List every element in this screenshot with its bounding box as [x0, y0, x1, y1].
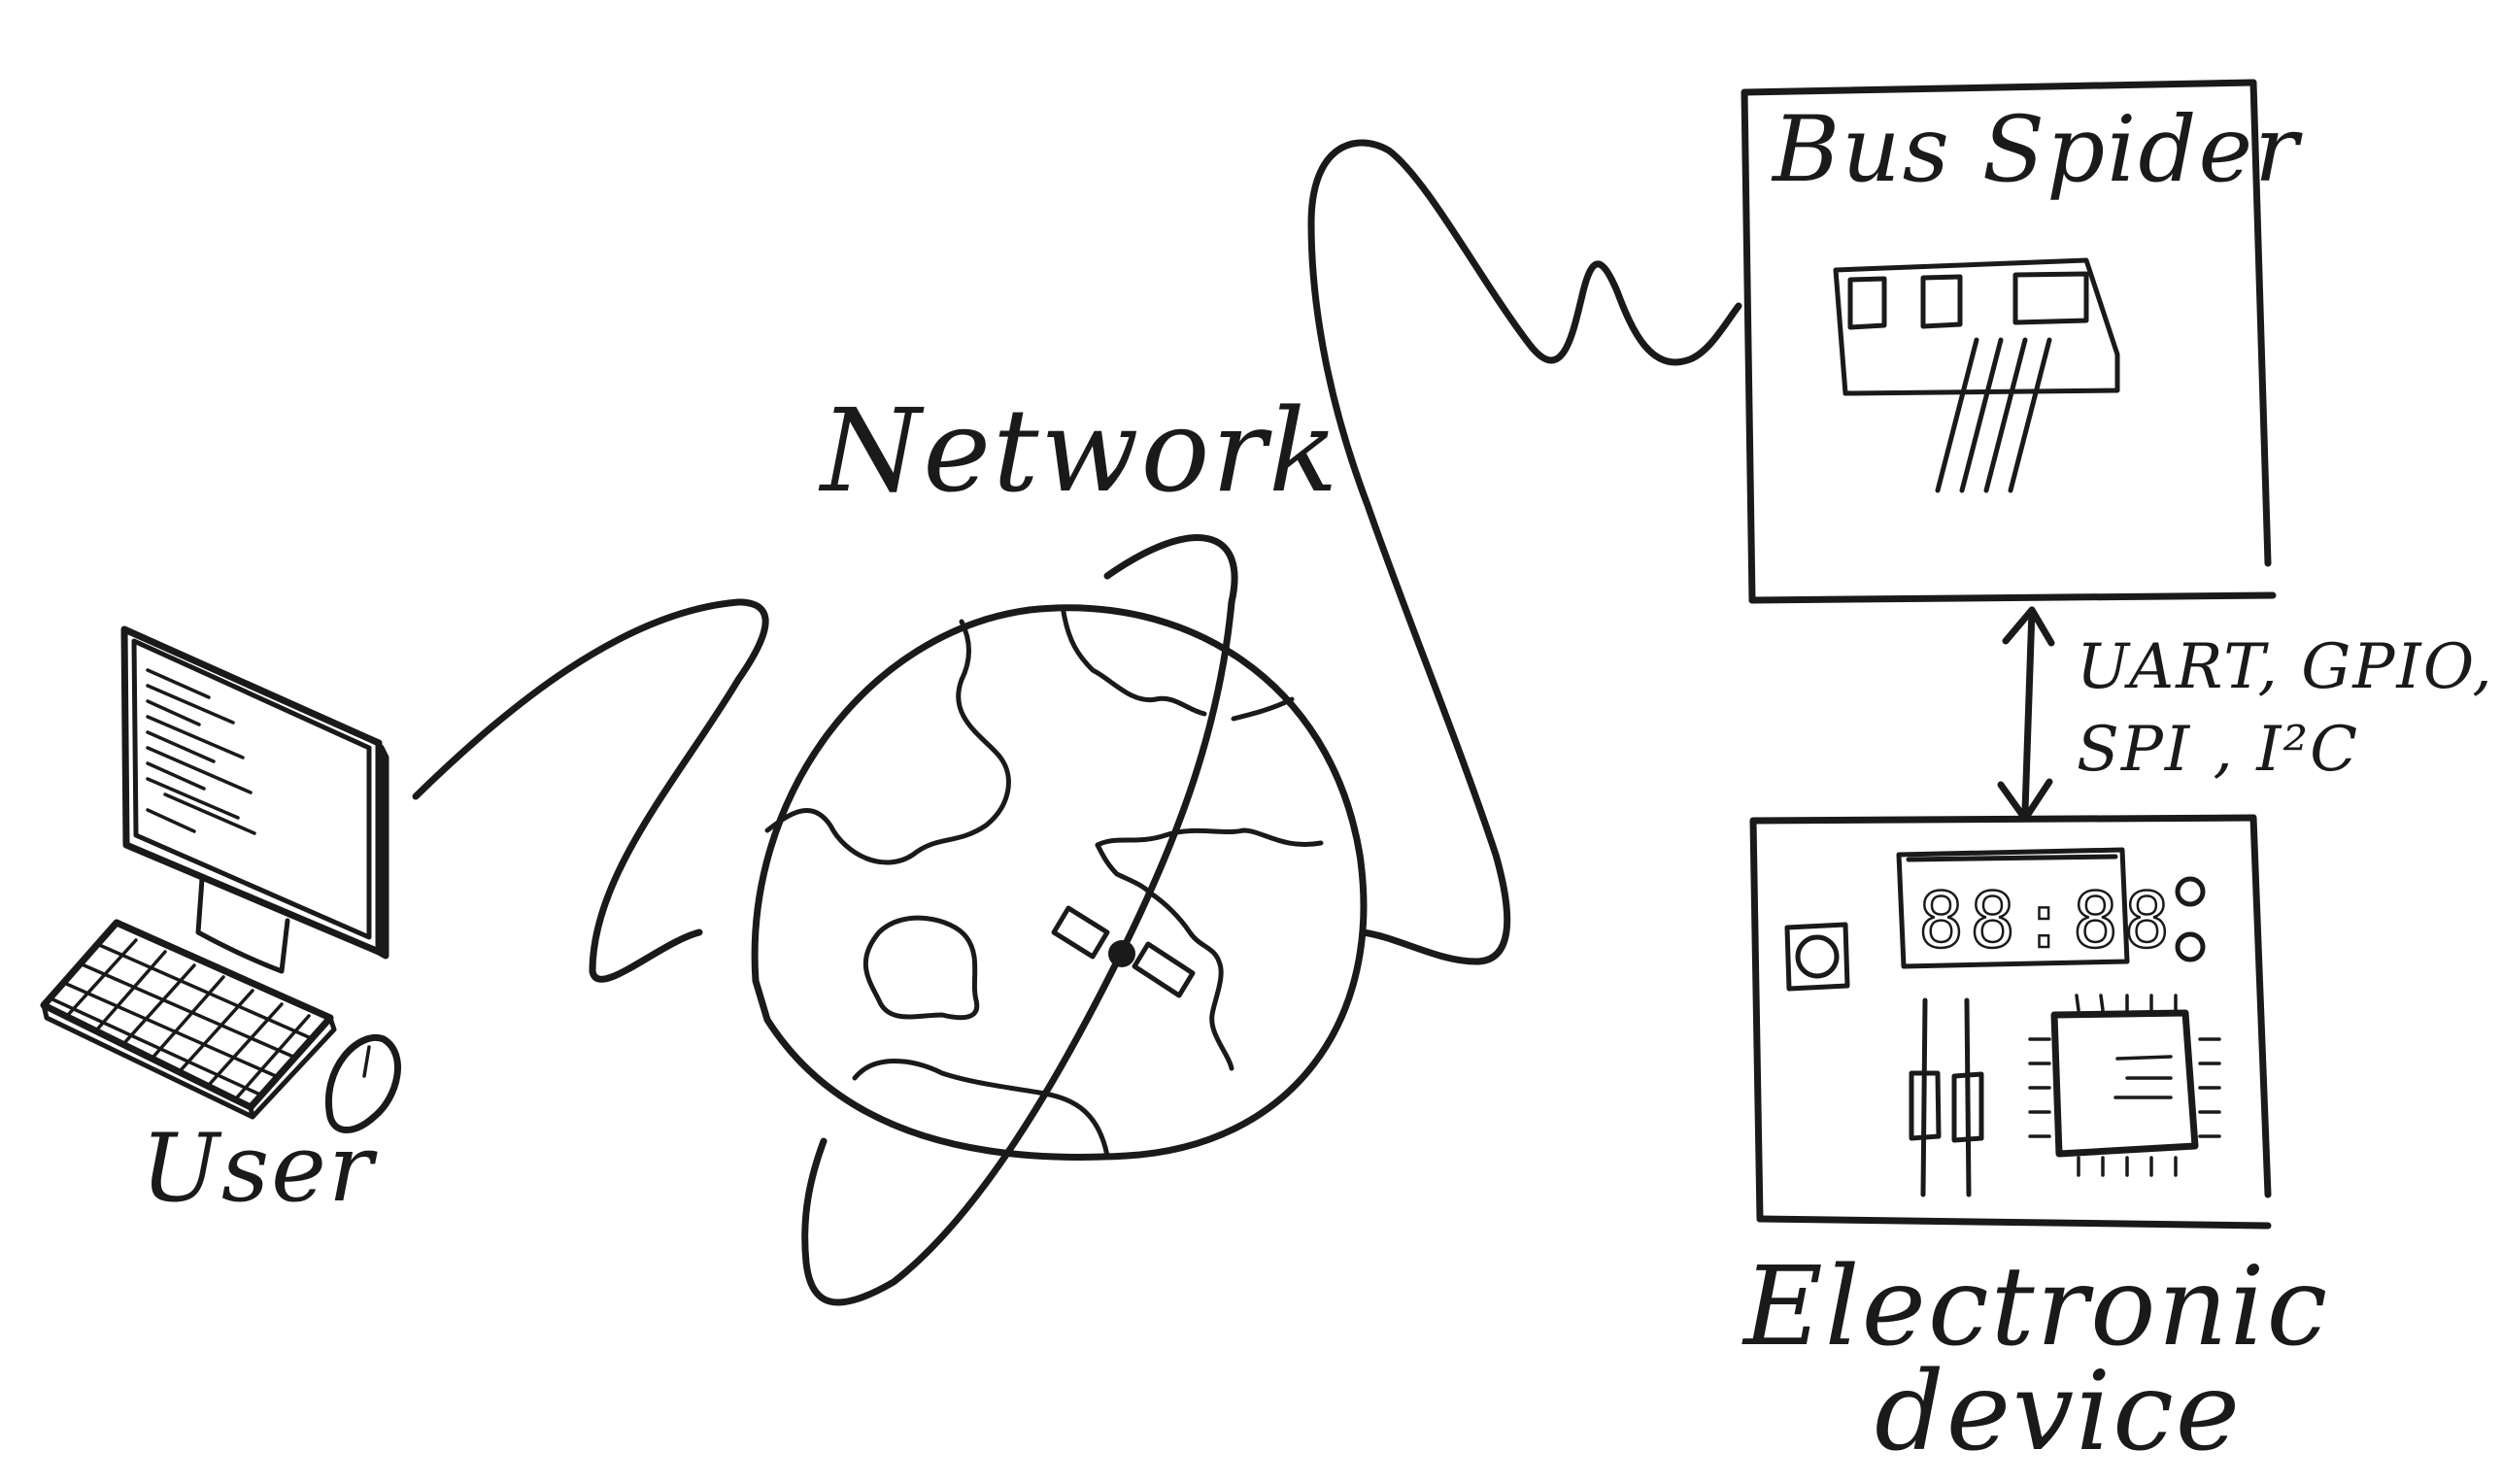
display-digits: 88:88: [1918, 878, 2176, 965]
bus-spider-box: [1741, 79, 2277, 604]
computer-monitor-icon: [120, 625, 389, 974]
electronic-device-label-line2: device: [1875, 1349, 2243, 1475]
network-label: Network: [821, 384, 1340, 518]
keyboard-icon: [40, 919, 337, 1120]
cable-network-bus-spider: [1307, 139, 1742, 965]
satellite-icon: [1051, 905, 1196, 998]
electronic-device-label-line1: Electronic: [1743, 1244, 2330, 1370]
double-arrow: [1997, 606, 2055, 823]
bus-spider-board-icon: [1833, 257, 2120, 493]
electronic-board-icon: [1784, 847, 2221, 1197]
protocols-label-line2: SPI , I²C: [2077, 714, 2360, 786]
mouse-icon: [325, 1034, 401, 1133]
cable-user-network: [412, 598, 769, 983]
user-label: User: [141, 1114, 375, 1223]
bus-spider-label: Bus Spider: [1773, 97, 2301, 203]
electronic-device-box: [1749, 814, 2272, 1230]
globe-icon: [751, 534, 1368, 1306]
protocols-label-line1: UART, GPIO,: [2077, 631, 2494, 703]
